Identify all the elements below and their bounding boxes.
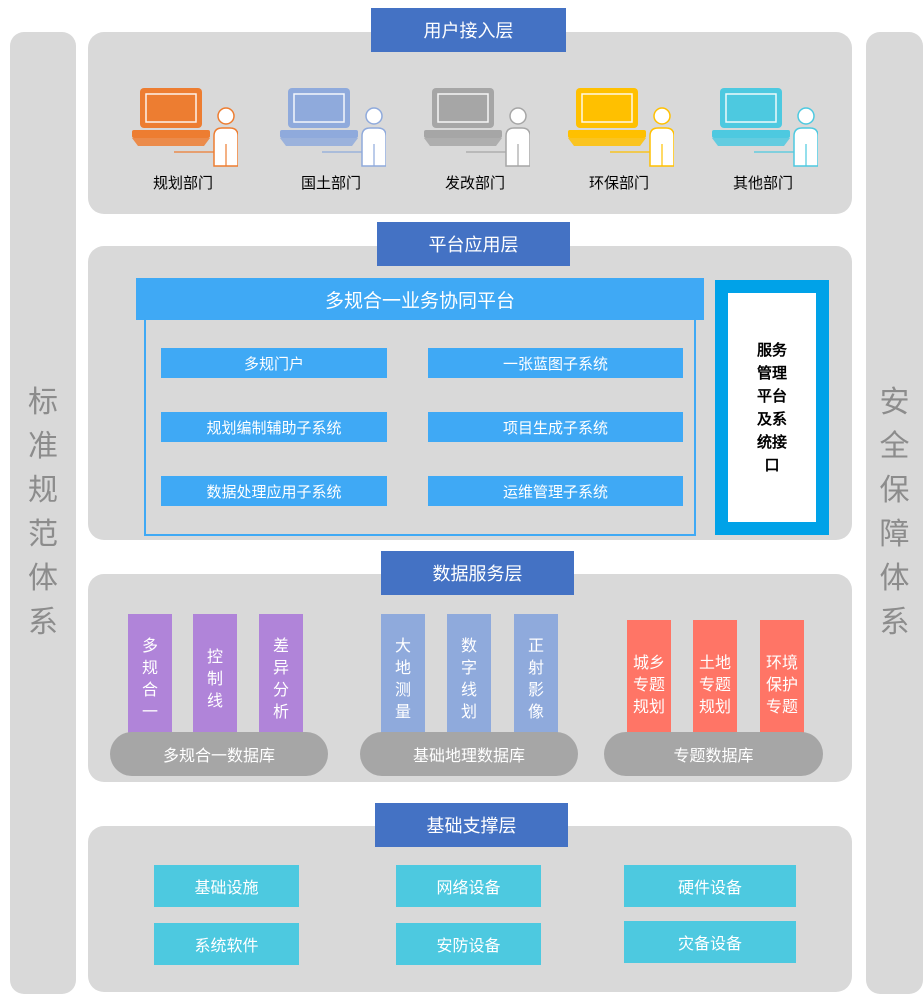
data-pillar[interactable]: 多规合一 <box>128 614 172 744</box>
subsystem-box[interactable]: 规划编制辅助子系统 <box>161 412 387 442</box>
left-side-char: 系 <box>28 605 58 640</box>
data-pillar[interactable]: 数字线划 <box>447 614 491 744</box>
infra-box[interactable]: 灾备设备 <box>624 921 796 963</box>
user-dept-item[interactable]: 环保部门 <box>564 88 674 208</box>
data-pillar[interactable]: 土地专题规划 <box>693 620 737 750</box>
left-side-char: 标 <box>28 385 58 420</box>
user-dept-item[interactable]: 其他部门 <box>708 88 818 208</box>
data-layer-title: 数据服务层 <box>381 551 574 595</box>
subsystem-box[interactable]: 多规门户 <box>161 348 387 378</box>
subsystem-box[interactable]: 数据处理应用子系统 <box>161 476 387 506</box>
infra-box[interactable]: 安防设备 <box>396 923 541 965</box>
data-pillar[interactable]: 控制线 <box>193 614 237 744</box>
right-side-column: 安 全 保 障 体 系 <box>866 32 923 994</box>
user-layer-title: 用户接入层 <box>371 8 566 52</box>
infra-box[interactable]: 硬件设备 <box>624 865 796 907</box>
data-pillar[interactable]: 环境保护专题 <box>760 620 804 750</box>
user-dept-label: 规划部门 <box>152 174 213 192</box>
infra-box[interactable]: 网络设备 <box>396 865 541 907</box>
user-dept-label: 发改部门 <box>444 174 505 192</box>
computer-user-icon <box>568 88 674 167</box>
computer-user-icon <box>280 88 386 167</box>
data-pillar[interactable]: 大地测量 <box>381 614 425 744</box>
platform-header: 多规合一业务协同平台 <box>136 278 704 320</box>
left-side-char: 准 <box>28 429 58 464</box>
database-base[interactable]: 专题数据库 <box>604 732 823 776</box>
service-interface-box[interactable]: 服务管理平台及系统接口 <box>715 280 829 535</box>
support-layer-panel <box>88 826 852 992</box>
user-dept-item[interactable]: 发改部门 <box>420 88 530 208</box>
subsystem-box[interactable]: 一张蓝图子系统 <box>428 348 683 378</box>
support-layer-title: 基础支撑层 <box>375 803 568 847</box>
service-interface-label: 服务管理平台及系统接口 <box>756 340 787 474</box>
database-base[interactable]: 多规合一数据库 <box>110 732 328 776</box>
infra-box[interactable]: 系统软件 <box>154 923 299 965</box>
user-dept-item[interactable]: 规划部门 <box>128 88 238 208</box>
service-interface-inner: 服务管理平台及系统接口 <box>728 293 816 522</box>
right-side-char: 保 <box>879 473 910 508</box>
computer-user-icon <box>132 88 238 167</box>
computer-user-icon <box>424 88 530 167</box>
user-dept-label: 国土部门 <box>300 174 361 192</box>
left-side-column: 标 准 规 范 体 系 <box>10 32 76 994</box>
left-side-char: 规 <box>28 473 58 508</box>
right-side-char: 安 <box>879 385 910 420</box>
data-pillar[interactable]: 正射影像 <box>514 614 558 744</box>
right-side-char: 全 <box>879 429 910 464</box>
right-side-char: 障 <box>879 517 910 552</box>
subsystem-box[interactable]: 项目生成子系统 <box>428 412 683 442</box>
user-dept-label: 其他部门 <box>732 174 793 192</box>
user-dept-item[interactable]: 国土部门 <box>276 88 386 208</box>
data-pillar[interactable]: 城乡专题规划 <box>627 620 671 750</box>
infra-box[interactable]: 基础设施 <box>154 865 299 907</box>
database-base[interactable]: 基础地理数据库 <box>360 732 578 776</box>
computer-user-icon <box>712 88 818 167</box>
data-pillar[interactable]: 差异分析 <box>259 614 303 744</box>
left-side-char: 范 <box>28 517 58 552</box>
user-dept-label: 环保部门 <box>588 174 649 192</box>
right-side-char: 系 <box>879 605 910 640</box>
platform-layer-title: 平台应用层 <box>377 222 570 266</box>
subsystem-box[interactable]: 运维管理子系统 <box>428 476 683 506</box>
right-side-char: 体 <box>879 561 910 596</box>
left-side-char: 体 <box>28 561 58 596</box>
